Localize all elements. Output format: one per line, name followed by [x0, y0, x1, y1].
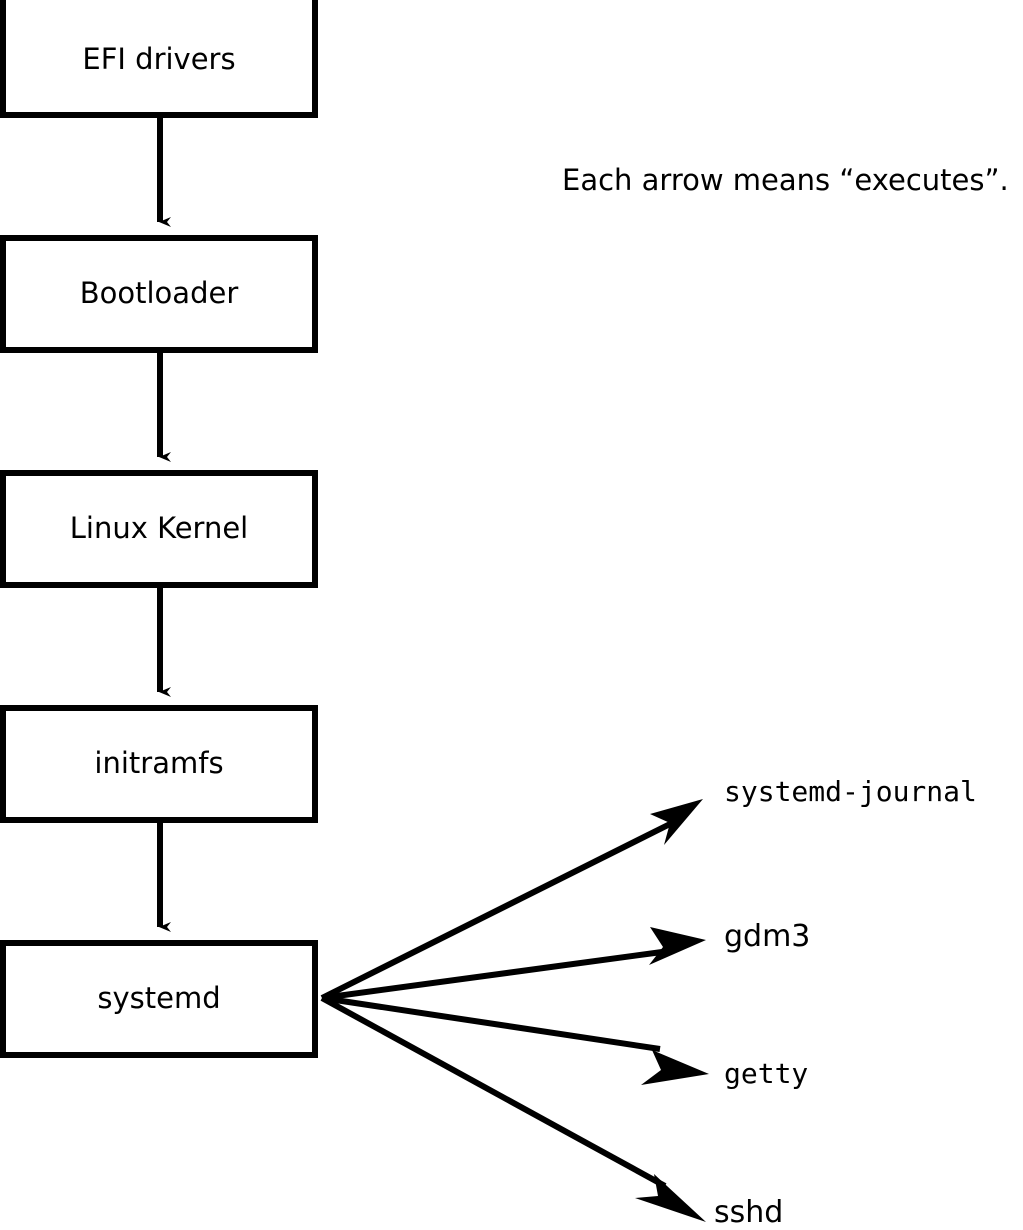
arrow-systemd-to-systemd-journal: [320, 799, 703, 1001]
node-bootloader-label: Bootloader: [80, 276, 239, 310]
fanout-arrows-group: [320, 799, 709, 1222]
boot-chain-group: EFI drivers Bootloader Linux Kernel init…: [0, 0, 318, 1058]
node-linux-kernel-rect: [0, 470, 318, 588]
service-label-gdm3: gdm3: [724, 919, 810, 954]
node-systemd-label: systemd: [97, 981, 220, 1015]
diagram-caption: Each arrow means “executes”.: [562, 163, 1009, 197]
node-bootloader-rect: [0, 235, 318, 353]
service-label-sshd: sshd: [714, 1195, 783, 1230]
node-linux-kernel[interactable]: Linux Kernel: [0, 470, 318, 588]
node-efi-drivers-label: EFI drivers: [82, 42, 235, 76]
node-initramfs[interactable]: initramfs: [0, 705, 318, 823]
node-bootloader[interactable]: Bootloader: [0, 235, 318, 353]
arrow-systemd-to-gdm3: [321, 927, 706, 1001]
node-systemd-rect: [0, 940, 318, 1058]
node-efi-drivers-rect: [0, 0, 318, 118]
service-label-getty: getty: [724, 1057, 808, 1090]
node-initramfs-label: initramfs: [94, 746, 223, 780]
arrow-systemd-to-sshd: [320, 995, 706, 1222]
arrow-systemd-to-getty: [321, 995, 709, 1085]
node-efi-drivers[interactable]: EFI drivers: [0, 0, 318, 118]
node-systemd[interactable]: systemd: [0, 940, 318, 1058]
node-initramfs-rect: [0, 705, 318, 823]
service-labels-group: systemd-journal gdm3 getty sshd: [714, 775, 977, 1230]
service-label-systemd-journal: systemd-journal: [724, 775, 977, 808]
node-linux-kernel-label: Linux Kernel: [70, 511, 248, 545]
